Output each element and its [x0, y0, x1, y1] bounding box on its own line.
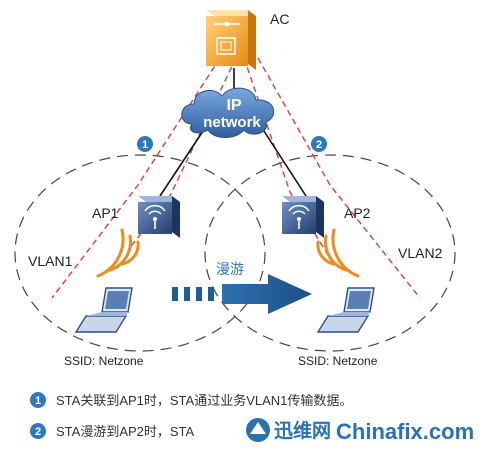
note-2-text: STA漫游到AP2时，STA	[56, 424, 195, 439]
laptop-sta-ap1-icon	[74, 287, 133, 333]
ac-device-icon	[206, 10, 256, 70]
tunnel-line-ap2-inner	[243, 57, 333, 263]
note-1-text: STA关联到AP1时，STA通过业务VLAN1传输数据。	[56, 393, 352, 408]
watermark: 迅维网 Chinafix.com	[240, 412, 488, 451]
svg-text:1: 1	[142, 139, 148, 151]
ap2-coverage-area	[204, 154, 456, 352]
roam-label: 漫游	[216, 261, 244, 277]
ap2-signal-waves-icon	[316, 228, 360, 278]
ap1-device-icon	[138, 196, 180, 238]
ap2-label: AP2	[344, 205, 371, 221]
ap1-coverage-area	[14, 154, 266, 352]
svg-text:1: 1	[35, 395, 41, 407]
ap2-ssid-label: SSID: Netzone	[298, 354, 378, 368]
ap2-device-icon	[282, 196, 324, 238]
tunnel-line-ap2-outer	[257, 57, 421, 299]
tunnel-line-ap1-outer	[51, 57, 221, 299]
marker-ap2: 2	[311, 136, 327, 152]
vlan1-label: VLAN1	[28, 253, 73, 269]
watermark-brand-cn: 迅维网	[274, 419, 331, 442]
ac-label: AC	[270, 11, 289, 27]
link-network-ap2	[261, 127, 307, 197]
network-label-line1: IP	[226, 97, 241, 114]
network-label-line2: network	[203, 114, 261, 131]
ip-network-cloud-icon: IP network	[181, 87, 275, 138]
note-1: 1 STA关联到AP1时，STA通过业务VLAN1传输数据。	[30, 392, 352, 408]
svg-text:2: 2	[316, 139, 322, 151]
ap1-ssid-label: SSID: Netzone	[64, 354, 144, 368]
laptop-sta-ap2-icon	[316, 287, 375, 333]
link-network-ap1	[159, 127, 206, 197]
svg-text:2: 2	[35, 426, 41, 438]
ap1-label: AP1	[92, 205, 119, 221]
note-2: 2 STA漫游到AP2时，STA	[30, 423, 195, 439]
vlan2-label: VLAN2	[398, 245, 443, 261]
marker-ap1: 1	[137, 136, 153, 152]
watermark-brand-en: Chinafix.com	[336, 419, 474, 444]
roaming-arrow-icon	[172, 274, 312, 314]
ap1-signal-waves-icon	[96, 228, 140, 278]
